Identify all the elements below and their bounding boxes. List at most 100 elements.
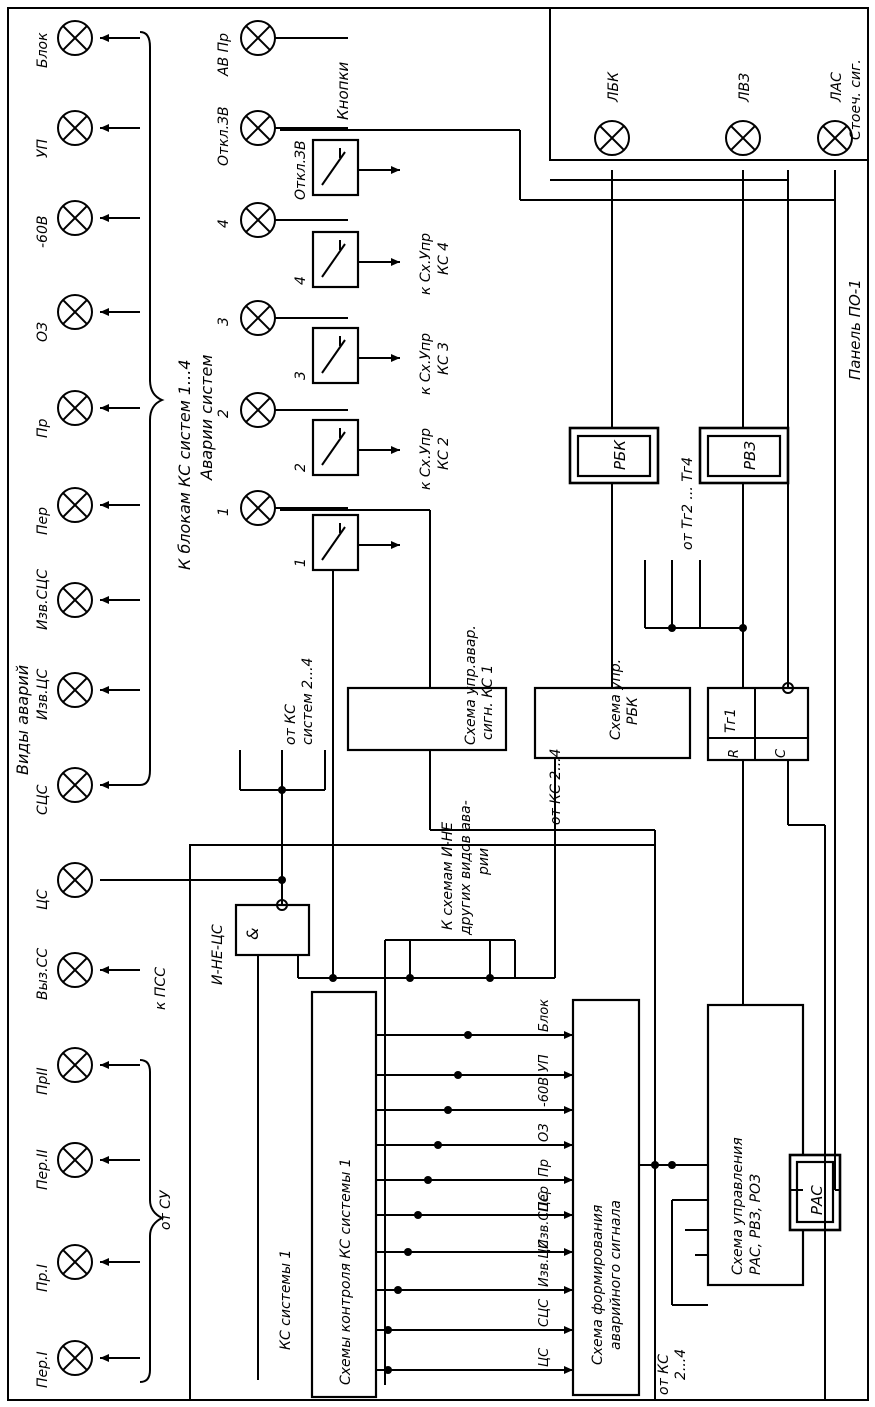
label-k-sxemam-c: рии [476,848,492,876]
right-lamp-5 [240,392,276,428]
label-btn-3: 3 [293,371,309,380]
label-sxema-upr-rbk-b: РБК [625,696,641,725]
indicator-lamp-1 [594,120,630,156]
label-and: & [243,928,262,940]
lamp-label-2: УП [35,138,51,158]
indicator-lamps: ЛБК ЛВЗ ЛАС [594,71,853,156]
box-sxema-upr-rbk [533,686,692,760]
button-2[interactable] [311,230,400,289]
label-ks4-a: к Сх.Упр [418,233,434,295]
label-otkl-zv-button: Откл.ЗВ [293,140,309,200]
lamp-label-4: ОЗ [35,322,51,342]
lamp-label-3: -60В [35,216,51,248]
indicator-lamp-2 [725,120,761,156]
left-lamp-column: БлокУП-60ВОЗПрПерИзв.СЦСИзв.ЦССЦСЦСВыз.С… [35,20,140,1388]
button-1[interactable] [311,138,400,197]
signal-label-5: Пр [537,1159,552,1177]
right-lamp-label-4: 3 [216,317,232,326]
label-ks2-b: КС 2 [436,437,452,470]
right-lamp-label-2: Откл.ЗВ [216,106,232,166]
right-lamp-6 [240,490,276,526]
label-ot-tg: от Тг2 ... Тг4 [680,457,696,550]
lamp-11 [57,952,93,988]
text-labels: Виды аварий К блокам КС систем 1...4 Ава… [13,59,864,1395]
label-ot-ks-sistem-b: систем 2...4 [300,658,316,745]
brace-ot-su [139,1059,165,1383]
box-rac-inner [795,1160,835,1224]
label-rac: РАС [808,1185,826,1215]
label-sxema-form-a: Схема формирования [590,1205,606,1365]
label-i-ne-cs: И-НЕ-ЦС [210,924,226,985]
signal-label-7: Изв.СЦС [537,1191,552,1249]
lamp-15 [57,1340,93,1376]
label-ks-sistemy: КС системы 1 [278,1250,294,1350]
right-lamp-label-6: 1 [216,507,232,516]
right-lamp-2 [240,110,276,146]
lamp-8 [57,672,93,708]
lamp-9 [57,767,93,803]
lamp-label-12: ПрII [35,1067,51,1095]
label-ot-ks-bottom-b: 2...4 [673,1349,689,1380]
lamp-12 [57,1047,93,1083]
label-k-pss: к ПСС [153,967,169,1010]
label-knopki: Кнопки [334,61,352,120]
lamp-7 [57,582,93,618]
label-btn-1: 1 [293,558,309,567]
label-sxemy-kontrolya: Схемы контроля КС системы 1 [338,1158,354,1385]
label-panel: Панель ПО-1 [846,279,864,380]
box-sxema-form [571,998,641,1397]
signal-label-2: УП [537,1054,552,1072]
right-lamp-3 [240,202,276,238]
lamp-14 [57,1244,93,1280]
outer-frame [7,7,869,1401]
label-btn-4: 4 [293,276,309,285]
lamp-13 [57,1142,93,1178]
signal-label-1: Блок [537,999,552,1032]
lamp-label-9: СЦС [35,784,51,815]
lamp-label-10: ЦС [35,889,51,910]
right-lamp-4 [240,300,276,336]
junctions [276,624,794,1169]
label-k-blokam: К блокам КС систем 1...4 [175,360,194,571]
indicator-label-3: ЛАС [829,72,845,103]
lamp-label-5: Пр [35,418,51,438]
label-sxema-upr-b: РАС, РВЗ, РОЗ [748,1174,764,1275]
lamp-label-14: Пр.I [35,1264,51,1292]
label-stoech-sig: Стоеч. сиг. [848,59,864,140]
label-btn-2: 2 [293,463,309,472]
signal-label-8: Изв.ЦС [537,1238,552,1287]
signal-label-10: ЦС [537,1347,552,1367]
box-rvz-inner [706,434,782,478]
indicator-label-1: ЛБК [606,71,622,103]
label-ot-ks-2-4: от КС 2...4 [548,748,564,825]
label-sxema-upr-rbk-a: Схема упр. [608,659,624,740]
signal-label-4: ОЗ [537,1123,552,1142]
label-ks3-b: КС 3 [436,342,452,375]
right-lamp-label-3: 4 [216,219,232,228]
brace-vidy [139,31,165,786]
lamp-label-1: Блок [35,32,51,68]
label-ot-su: от СУ [158,1189,174,1230]
indicator-lamp-3 [817,120,853,156]
label-ks3-a: к Сх.Упр [418,333,434,395]
lamp-3 [57,200,93,236]
panel-frame [549,8,868,161]
indicator-label-2: ЛВЗ [737,73,753,103]
lamp-5 [57,390,93,426]
lamp-4 [57,294,93,330]
label-rbk: РБК [611,439,629,470]
lamp-6 [57,487,93,523]
label-k-sxemam-a: К схемам И-НЕ [440,822,456,930]
label-vidy-avariy: Виды аварий [13,665,32,775]
label-k-sxemam-b: других видов ава- [458,800,474,936]
label-rvz: РВЗ [741,441,759,470]
box-sxema-upr-avar [346,686,508,752]
button-4[interactable] [311,418,400,477]
button-3[interactable] [311,326,400,385]
lamp-2 [57,110,93,146]
lamp-label-15: Пер.I [35,1351,51,1388]
label-sxema-upr-avar-a: Схема упр.авар. [463,625,479,745]
button-5[interactable] [311,513,400,572]
lamp-1 [57,20,93,56]
